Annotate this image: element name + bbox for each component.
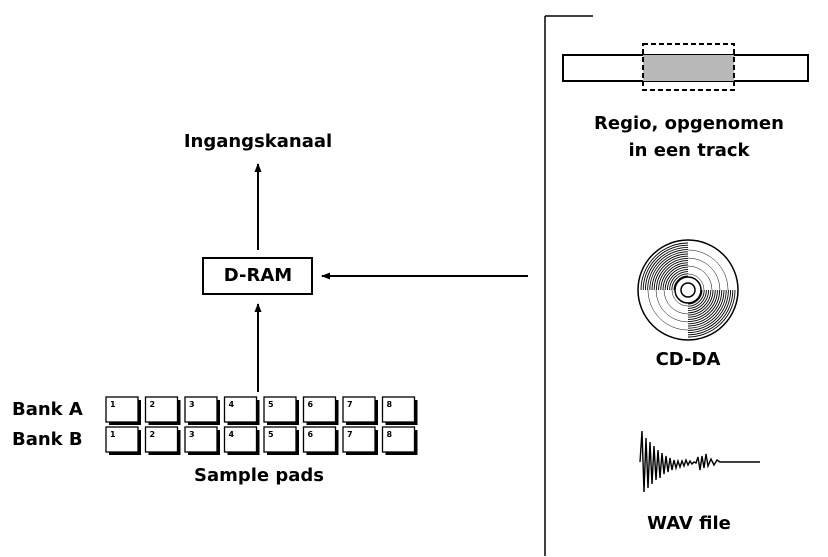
pad-number: 2 <box>150 400 156 409</box>
pad-number: 1 <box>110 430 116 439</box>
wav-file-label: WAV file <box>647 513 731 534</box>
pad-number: 6 <box>308 400 314 409</box>
sample-pad-a-5: 5 <box>263 396 299 425</box>
sample-pad-b-4: 4 <box>223 426 260 455</box>
pad-number: 4 <box>229 430 235 439</box>
pad-number: 6 <box>308 430 314 439</box>
input-channel-label: Ingangskanaal <box>183 131 333 152</box>
sample-pad-b-7: 7 <box>342 426 378 455</box>
track-region-icon <box>562 43 809 91</box>
sample-pad-a-1: 1 <box>105 396 141 425</box>
sample-pad-b-6: 6 <box>302 426 339 455</box>
sample-pad-a-8: 8 <box>381 396 418 425</box>
pad-number: 3 <box>189 430 195 439</box>
waveform-icon <box>639 430 760 493</box>
pad-number: 2 <box>150 430 156 439</box>
sample-pads-label: Sample pads <box>193 465 325 486</box>
sample-pad-a-6: 6 <box>302 396 339 425</box>
cd-disc-icon <box>637 239 739 341</box>
sample-pad-b-1: 1 <box>105 426 141 455</box>
pad-number: 4 <box>229 400 235 409</box>
pad-number: 3 <box>189 400 195 409</box>
dram-label: D-RAM <box>223 265 293 286</box>
sample-pad-a-2: 2 <box>144 396 181 425</box>
sample-pad-b-8: 8 <box>381 426 418 455</box>
cdda-label: CD-DA <box>655 349 721 370</box>
region-label-line1: Regio, opgenomen <box>594 113 784 134</box>
pad-number: 5 <box>268 400 274 409</box>
pad-number: 5 <box>268 430 274 439</box>
sample-pad-b-2: 2 <box>144 426 181 455</box>
pad-number: 7 <box>347 400 353 409</box>
pad-row-bank-b: 1 2 3 4 5 6 7 8 <box>105 426 418 455</box>
pad-number: 8 <box>387 430 393 439</box>
bank-b-label: Bank B <box>12 429 83 450</box>
sample-pad-b-3: 3 <box>184 426 220 455</box>
pad-number: 8 <box>387 400 393 409</box>
pad-number: 7 <box>347 430 353 439</box>
pad-row-bank-a: 1 2 3 4 5 6 7 8 <box>105 396 418 425</box>
region-label-line2: in een track <box>628 140 750 161</box>
sample-pad-a-3: 3 <box>184 396 220 425</box>
sample-pad-a-7: 7 <box>342 396 378 425</box>
bank-a-label: Bank A <box>12 399 83 420</box>
sample-pad-a-4: 4 <box>223 396 260 425</box>
pad-number: 1 <box>110 400 116 409</box>
sample-pad-b-5: 5 <box>263 426 299 455</box>
dram-box <box>202 257 313 295</box>
